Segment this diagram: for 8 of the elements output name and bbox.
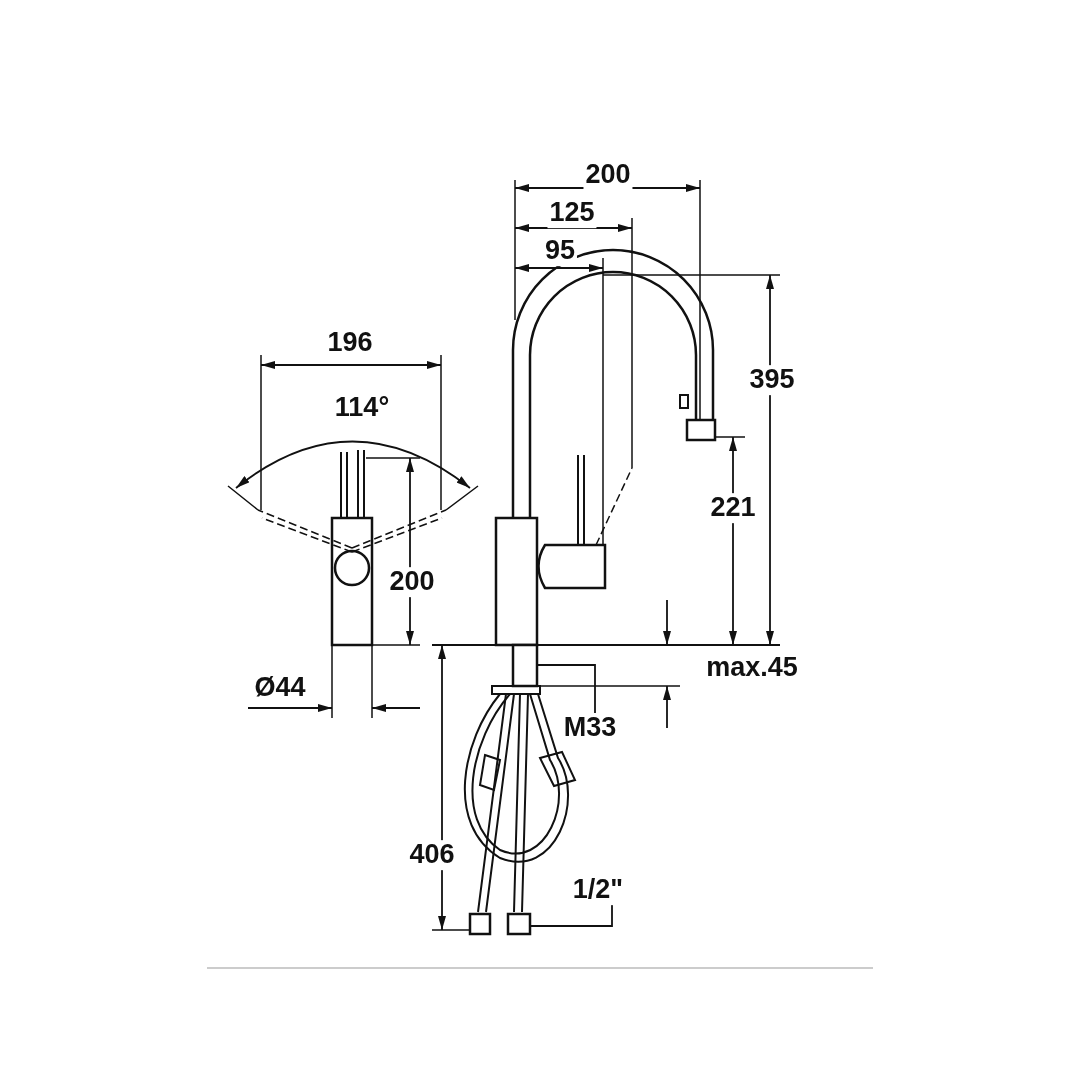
hose-fitting [468, 912, 532, 936]
dimension-label: 395 [747, 365, 797, 395]
dimension-label: 221 [708, 493, 758, 523]
dimension-label: 406 [407, 840, 457, 870]
leader-line [529, 904, 613, 927]
dimension-label: 200 [387, 567, 437, 597]
thread-section [511, 643, 539, 688]
leader-line [536, 664, 596, 714]
